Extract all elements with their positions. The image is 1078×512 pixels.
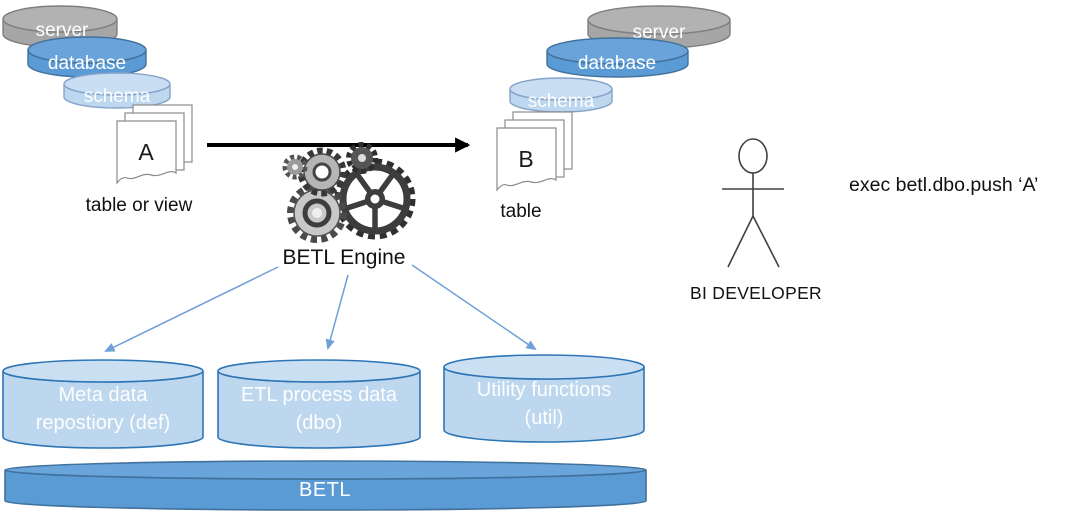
source-server-label: server	[36, 20, 89, 41]
platform-cylinder: BETL	[4, 460, 647, 511]
source-caption: table or view	[86, 195, 193, 216]
developer-label: BI DEVELOPER	[690, 283, 822, 303]
store-meta-line2: repostiory (def)	[36, 412, 171, 434]
store-util-line1: Utility functions	[477, 379, 612, 401]
store-meta-line1: Meta data	[59, 384, 149, 406]
store-util-cylinder: Utility functions (util)	[443, 354, 645, 443]
target-stack: server database schema B table	[496, 5, 731, 222]
source-schema-label: schema	[84, 86, 151, 107]
source-schema-cylinder: schema	[63, 72, 171, 109]
store-etl-line2: (dbo)	[296, 412, 343, 434]
target-schema-label: schema	[528, 91, 595, 112]
target-database-cylinder: database	[546, 37, 689, 78]
store-meta-cylinder: Meta data repostiory (def)	[2, 359, 204, 449]
target-doc-label: B	[518, 146, 533, 172]
source-database-cylinder: database	[27, 36, 147, 78]
link-to-meta-arrow	[104, 266, 279, 352]
link-to-util-arrow	[411, 264, 537, 351]
store-etl-line1: ETL process data	[241, 384, 398, 406]
link-to-etl-arrow	[325, 274, 349, 351]
source-stack: server database schema A table or view	[2, 5, 193, 216]
source-doc-label: A	[138, 139, 154, 165]
target-caption: table	[500, 201, 541, 222]
stick-figure-icon	[722, 138, 784, 268]
target-schema-cylinder: schema	[509, 77, 613, 113]
document-stack-icon: A	[116, 104, 193, 185]
gears-icon	[282, 142, 416, 243]
engine-store-links	[104, 264, 537, 352]
target-server-label: server	[633, 22, 686, 43]
engine-label: BETL Engine	[283, 246, 406, 269]
developer-command: exec betl.dbo.push ‘A’	[849, 174, 1038, 196]
target-database-label: database	[578, 53, 656, 74]
store-etl-cylinder: ETL process data (dbo)	[217, 359, 421, 449]
document-stack-icon: B	[496, 111, 573, 192]
store-util-line2: (util)	[525, 407, 564, 429]
platform-label: BETL	[299, 479, 351, 501]
source-database-label: database	[48, 53, 126, 74]
